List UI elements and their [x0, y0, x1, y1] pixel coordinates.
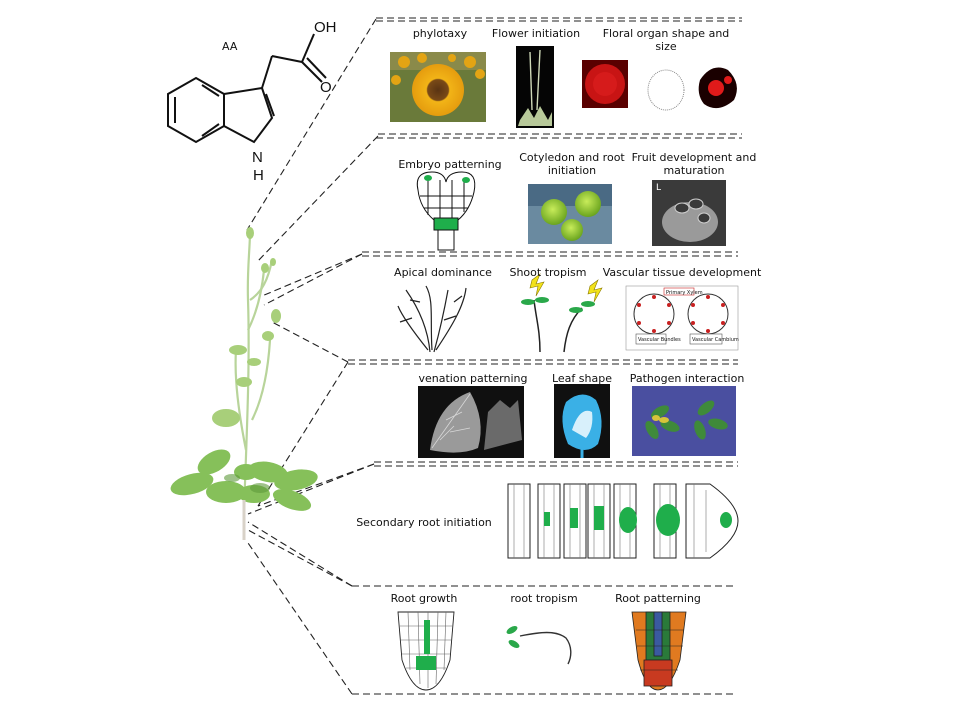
- embryo-drawing: [416, 171, 476, 251]
- label-cotyledon-root-initiation: Cotyledon and root initiation: [519, 151, 625, 177]
- label-embryo-patterning: Embryo patterning: [398, 158, 502, 171]
- atom-h: H: [253, 167, 264, 184]
- root-tropism-drawing: [506, 626, 572, 665]
- label-root-growth: Root growth: [390, 592, 458, 605]
- atom-o: O: [320, 79, 332, 96]
- sunflower-image: [390, 52, 486, 122]
- label-leaf-shape: Leaf shape: [551, 372, 612, 385]
- label-floral-organ-shape: Floral organ shape and size: [602, 27, 730, 53]
- connector-lines: [245, 18, 379, 695]
- label-root-tropism: root tropism: [510, 592, 578, 605]
- lateral-root-sequence: [507, 483, 739, 559]
- label-pathogen-interaction: Pathogen interaction: [629, 372, 745, 385]
- label-secondary-root-initiation: Secondary root initiation: [356, 516, 492, 529]
- leaf-shape-image: [554, 384, 610, 458]
- molecule-name: AA: [222, 40, 238, 53]
- root-patterning-drawing: [631, 611, 687, 691]
- atom-n: N: [252, 149, 263, 166]
- label-root-patterning: Root patterning: [615, 592, 701, 605]
- label-venation-patterning: venation patterning: [418, 372, 528, 385]
- label-phylotaxy: phylotaxy: [412, 27, 468, 40]
- label-flower-initiation: Flower initiation: [491, 27, 581, 40]
- label-shoot-tropism: Shoot tropism: [509, 266, 587, 279]
- svg-text:L: L: [656, 183, 661, 193]
- label-apical-dominance: Apical dominance: [394, 266, 492, 279]
- atom-oh: OH: [314, 19, 337, 36]
- label-fruit-development: Fruit development and maturation: [631, 151, 757, 177]
- shoot-tropism-drawing: [521, 273, 603, 353]
- apical-dominance-drawing: [397, 285, 467, 353]
- vascular-tag-bundles: Vascular Bundles: [638, 337, 681, 343]
- label-vascular-tissue: Vascular tissue development: [602, 266, 762, 279]
- flower-initiation-image: [516, 46, 554, 128]
- root-growth-drawing: [397, 611, 455, 691]
- iaa-molecule: [167, 33, 327, 144]
- vascular-tag-primary-xylem: Primary Xylem: [666, 290, 703, 296]
- arabidopsis-plant: [170, 227, 318, 540]
- vascular-tag-cambium: Vascular Cambium: [692, 337, 739, 343]
- panel-borders: [348, 17, 742, 695]
- fruit-sem-image: L: [652, 180, 726, 246]
- pathogen-interaction-image: [632, 386, 736, 456]
- venation-image: [418, 386, 524, 458]
- vascular-tissue-diagram: Primary Xylem Vascular Bundles Vascular …: [625, 285, 739, 351]
- floral-organ-images: [582, 60, 740, 112]
- cotyledon-image: [528, 184, 612, 244]
